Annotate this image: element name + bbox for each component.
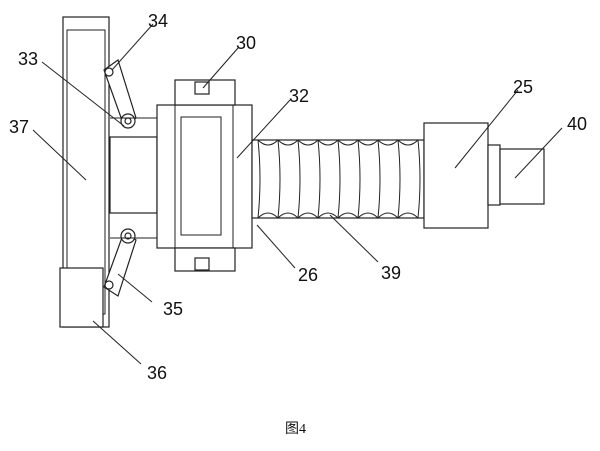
bottom-pad-36 — [59, 267, 104, 328]
label-30: 30 — [236, 33, 256, 53]
label-35: 35 — [163, 299, 183, 319]
center-hub — [109, 136, 158, 214]
clamp-block-30 — [156, 79, 253, 272]
label-33: 33 — [18, 49, 38, 69]
label-26: 26 — [298, 265, 318, 285]
label-25: 25 — [513, 77, 533, 97]
label-32: 32 — [289, 86, 309, 106]
spring-39 — [257, 139, 421, 219]
label-34: 34 — [148, 11, 168, 31]
output-40 — [487, 144, 545, 206]
label-37: 37 — [9, 117, 29, 137]
upper-linkage-34 — [103, 59, 157, 129]
leader-lines — [32, 23, 563, 365]
label-36: 36 — [147, 363, 167, 383]
label-39: 39 — [381, 263, 401, 283]
figure-caption: 图4 — [285, 422, 306, 437]
lower-linkage-35 — [103, 228, 157, 297]
shaft-26 — [251, 139, 425, 219]
label-40: 40 — [567, 114, 587, 134]
